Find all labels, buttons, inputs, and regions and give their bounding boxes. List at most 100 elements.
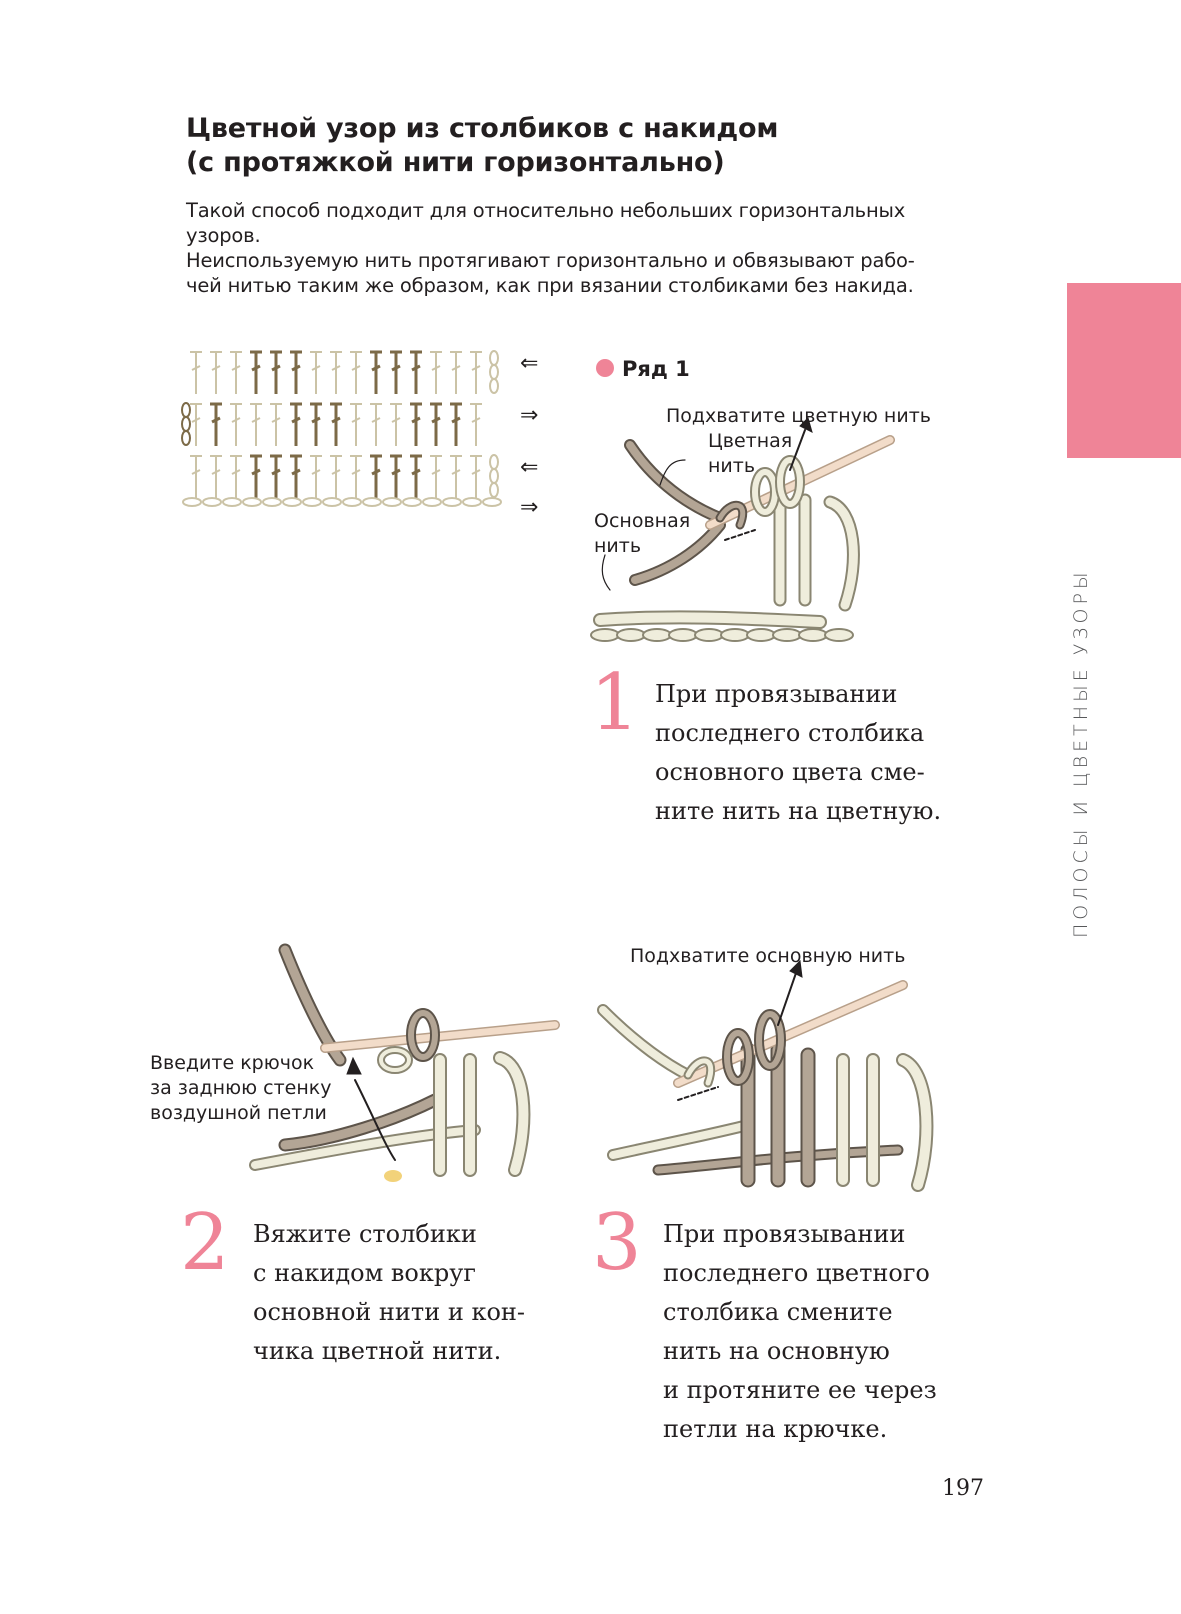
chart-stitch [470,455,482,498]
chapter-label-text: ПОЛОСЫ И ЦВЕТНЫЕ УЗОРЫ [1070,568,1092,938]
chart-stitch [270,403,282,446]
chart-stitch [270,350,282,394]
step-2-number: 2 [180,1198,230,1288]
chain-loop [824,628,854,642]
chart-turning-chain [181,430,191,446]
fig1-label-pick: Подхватите цветную нить [666,405,931,427]
chain-loop [642,628,672,642]
chart-stitch [310,402,322,446]
chart-chain [442,497,462,507]
page-title: Цветной узор из столбиков с накидом (с п… [186,112,778,180]
chart-turning-chain [181,416,191,432]
intro-text: Такой способ подходит для относительно н… [186,198,976,298]
chart-chain [462,497,482,507]
chart-chain [382,497,402,507]
chapter-tab [1067,283,1181,458]
fig1-label-color-2: нить [708,455,756,477]
chart-stitch [450,455,462,498]
chart-turning-chain [489,364,499,380]
chapter-label: ПОЛОСЫ И ЦВЕТНЫЕ УЗОРЫ [1070,538,1110,938]
chart-turning-chain [489,378,499,394]
chart-chain [302,497,322,507]
chart-chain [402,497,422,507]
chart-stitch [210,402,222,446]
chart-chain [282,497,302,507]
step-3-text: При провязывании последнего цветного сто… [663,1220,937,1443]
chain-loop [746,628,776,642]
chart-stitch [350,351,362,394]
chart-chain [482,497,502,507]
chart-stitch [370,403,382,446]
intro-line-4: чей нитью таким же образом, как при вяза… [186,274,914,297]
chart-stitch [370,454,382,498]
chart-turning-chain [181,402,191,418]
fig1-label-main-2: нить [594,535,642,557]
fig2-label-3: воздушной петли [150,1102,327,1124]
intro-line-1: Такой способ подходит для относительно н… [186,199,906,222]
chart-stitch [230,403,242,446]
chain-loop [798,628,828,642]
chart-stitch [450,351,462,394]
crochet-chart [181,350,502,507]
page-number: 197 [942,1476,984,1501]
step-1-number: 1 [590,658,640,748]
intro-line-2: узоров. [186,224,261,247]
chart-chain [342,497,362,507]
chart-arrow-row3: ⇒ [520,403,539,428]
chain-loop [772,628,802,642]
chart-stitch [310,351,322,394]
fig1-label-color-1: Цветная [708,430,793,452]
step-3-number: 3 [592,1198,642,1288]
chart-chain [362,497,382,507]
row-dot-icon [596,359,614,377]
chart-stitch [370,350,382,394]
chart-stitch [290,402,302,446]
chart-stitch [390,403,402,446]
fig1-label-main-1: Основная [594,510,691,532]
chart-stitch [250,350,262,394]
chart-stitch [430,455,442,498]
chart-turning-chain [489,350,499,366]
chart-stitch [310,455,322,498]
illustration-step-3 [597,959,934,1192]
intro-line-3: Неиспользуемую нить протягивают горизонт… [186,249,915,272]
chart-stitch [390,350,402,394]
chart-arrow-row1: ⇒ [520,495,539,520]
chart-stitch [210,351,222,394]
chart-stitch [470,403,482,446]
chart-stitch [290,454,302,498]
chart-stitch [470,351,482,394]
chart-stitch [430,402,442,446]
chain-loop [694,628,724,642]
chart-arrow-row2: ⇐ [520,455,539,480]
title-line-1: Цветной узор из столбиков с накидом [186,113,779,144]
chart-chain [182,497,202,507]
chart-stitch [330,402,342,446]
chart-chain [222,497,242,507]
chart-stitch [350,455,362,498]
chain-loop [590,628,620,642]
chart-turning-chain [489,454,499,470]
chart-stitch [410,350,422,394]
chart-turning-chain [489,468,499,484]
chart-stitch [250,454,262,498]
chart-stitch [410,402,422,446]
chart-chain [322,497,342,507]
chart-stitch [230,351,242,394]
title-line-2: (с протяжкой нити горизонтально) [186,147,725,178]
chart-stitch [350,403,362,446]
chart-stitch [230,455,242,498]
fig3-label-pick: Подхватите основную нить [630,945,906,967]
chart-chain [202,497,222,507]
chain-loop [616,628,646,642]
chart-stitch [330,351,342,394]
step-2-text: Вяжите столбики с накидом вокруг основно… [253,1220,525,1365]
chart-stitch [190,351,202,394]
chart-stitch [330,455,342,498]
chart-stitch [390,454,402,498]
row-label-text: Ряд 1 [622,357,690,381]
fig2-label-1: Введите крючок [150,1052,315,1074]
chart-chain [262,497,282,507]
chart-stitch [450,402,462,446]
chart-stitch [410,454,422,498]
